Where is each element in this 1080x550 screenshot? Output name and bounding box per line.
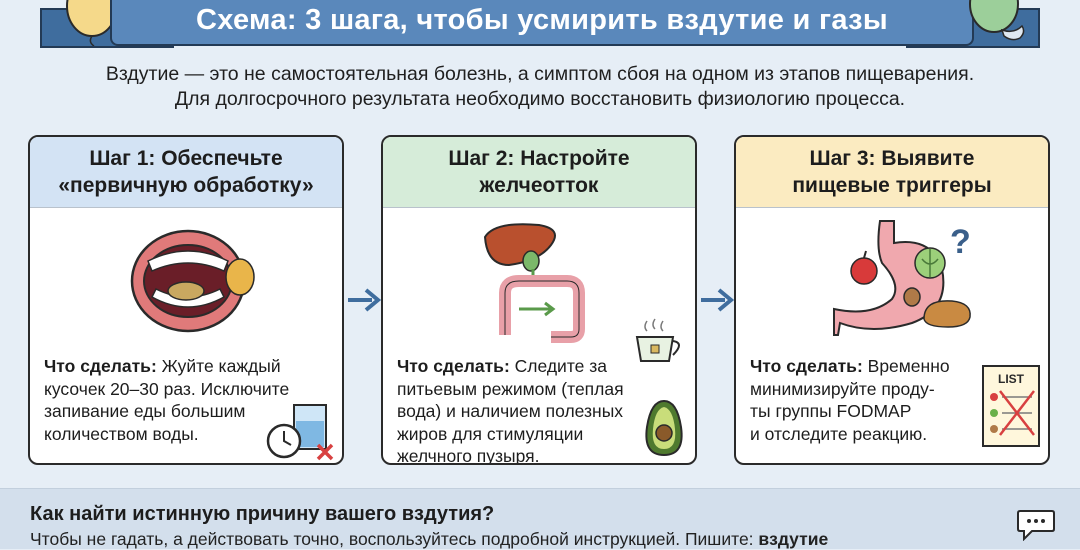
liver-intestine-icon <box>483 223 585 343</box>
arrow-right-icon <box>348 288 382 312</box>
bottom-keyword: вздутие <box>758 529 829 549</box>
step-1-card: Шаг 1: Обеспечьте «первичную обработку» … <box>28 135 344 465</box>
bottom-text-body: Чтобы не гадать, а действовать точно, во… <box>30 529 759 549</box>
step-3-title-line-1: Шаг 3: Выявите <box>809 147 975 170</box>
step-3-text-line-3: ты группы FODMAP <box>750 401 912 421</box>
step-2-text-line-4: жиров для стимуляции <box>397 423 584 444</box>
page-title: Схема: 3 шага, чтобы усмирить вздутие и … <box>196 3 888 36</box>
step-3-text: Что сделать: Временно минимизируйте прод… <box>750 355 1040 445</box>
list-label: LIST <box>998 372 1025 386</box>
step-2-text-line-3: вода) и наличием полезных <box>397 401 624 421</box>
intro-text: Вздутие — это не самостоятельная болезнь… <box>0 62 1080 112</box>
arrow-right-icon <box>701 288 735 312</box>
avocado-icon <box>645 399 683 457</box>
step-1-action-label: Что сделать: <box>44 356 157 376</box>
step-1-text-line-3: запивание еды большим <box>44 401 246 421</box>
step-3-header: Шаг 3: Выявите пищевые триггеры <box>736 137 1048 208</box>
step-2-title-line-1: Шаг 2: Настройте <box>448 147 630 170</box>
clock-and-glass-icon <box>266 404 334 461</box>
step-1-header: Шаг 1: Обеспечьте «первичную обработку» <box>30 137 342 208</box>
title-ribbon: Схема: 3 шага, чтобы усмирить вздутие и … <box>110 0 974 46</box>
step-2-text-line-2: питьевым режимом (теплая <box>397 378 624 399</box>
step-3-action-label: Что сделать: <box>750 356 863 376</box>
step-1-title-line-2: «первичную обработку» <box>58 174 314 197</box>
mouth-icon <box>130 229 255 333</box>
intro-line-1: Вздутие — это не самостоятельная болезнь… <box>105 63 975 85</box>
chat-bubble-icon <box>1017 510 1055 541</box>
step-3-text-line-1: Временно <box>862 356 950 376</box>
step-3-text-line-4: и отследите реакцию. <box>750 423 928 444</box>
step-3-title-line-2: пищевые триггеры <box>792 174 992 197</box>
list-icon: LIST <box>982 365 1040 447</box>
bottom-title: Как найти истинную причину вашего вздути… <box>30 503 495 525</box>
step-1-text-line-1: Жуйте каждый <box>156 356 281 376</box>
step-3-card: Шаг 3: Выявите пищевые триггеры ? Что сд… <box>734 135 1050 465</box>
step-1-title-line-1: Шаг 1: Обеспечьте <box>89 147 283 170</box>
step-2-card: Шаг 2: Настройте желчеотток Что сделать:… <box>381 135 697 465</box>
step-2-text-line-1: Следите за <box>509 356 607 376</box>
step-2-text: Что сделать: Следите за питьевым режимом… <box>397 355 687 465</box>
svg-text:?: ? <box>950 223 971 261</box>
stomach-icon: ? <box>833 220 971 336</box>
intro-line-2: Для долгосрочного результата необходимо … <box>174 88 906 110</box>
tea-cup-icon <box>635 318 680 362</box>
step-2-action-label: Что сделать: <box>397 356 510 376</box>
step-1-text-line-2: кусочек 20–30 раз. Исключите <box>44 378 290 399</box>
step-3-text-line-2: минимизируйте проду- <box>750 378 935 399</box>
bottom-banner: Как найти истинную причину вашего вздути… <box>0 488 1080 549</box>
balloon-icon <box>969 0 1025 41</box>
step-2-title-line-2: желчеотток <box>479 174 599 197</box>
step-1-text-line-4: количеством воды. <box>44 423 199 444</box>
step-2-header: Шаг 2: Настройте желчеотток <box>383 137 695 208</box>
step-2-text-line-5: желчного пузыря. <box>397 446 540 465</box>
step-1-text: Что сделать: Жуйте каждый кусочек 20–30 … <box>44 355 334 445</box>
